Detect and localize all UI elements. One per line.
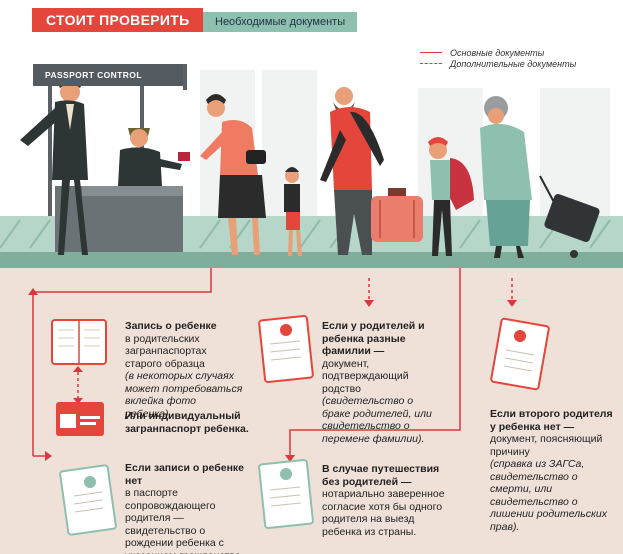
block-no-second-parent-text: документ, поясняющий причину (490, 433, 603, 458)
block-birth-certificate: Если записи о ребенке нет в паспорте соп… (125, 462, 253, 554)
legend: Основные документы Дополнительные докуме… (420, 47, 576, 69)
woman-figure (200, 94, 266, 255)
legend-main: Основные документы (420, 47, 576, 58)
flow-lines (32, 268, 513, 460)
floor-edge (0, 252, 623, 268)
block-travel-without-parents-text: нотариально заверенное согласие хотя бы … (322, 488, 445, 538)
suitcase-icon (371, 188, 423, 242)
notary-consent-icon (258, 458, 314, 530)
rolling-case-icon (539, 175, 600, 258)
officer-standing (20, 78, 88, 255)
block-individual-passport: Или индивидуальный загранпаспорт ребенка… (125, 410, 250, 435)
block-travel-without-parents: В случае путешествия без родителей — нот… (322, 463, 454, 538)
solid-line-icon (420, 52, 442, 53)
block-no-second-parent-note: (справка из ЗАГСа, свидетельство о смерт… (490, 458, 607, 533)
block-no-second-parent-title: Если второго родителя у ребенка нет — (490, 408, 613, 433)
passport-card-icon (56, 402, 104, 436)
marriage-certificate-icon (258, 314, 314, 384)
block-child-record: Запись о ребенке в родительских загранпа… (125, 320, 245, 420)
block-different-surnames: Если у родителей и ребенка разные фамили… (322, 320, 442, 445)
passport-control-sign: PASSPORT CONTROL (33, 64, 183, 86)
legend-main-label: Основные документы (450, 47, 545, 58)
dashed-line-icon (420, 63, 442, 64)
passport-book-icon (51, 319, 107, 365)
block-birth-certificate-title: Если записи о ребенке нет (125, 462, 245, 487)
legend-additional: Дополнительные документы (420, 58, 576, 69)
man-figure (320, 87, 384, 255)
block-different-surnames-title: Если у родителей и ребенка разные фамили… (322, 320, 425, 357)
boy-figure (284, 167, 302, 256)
block-no-second-parent: Если второго родителя у ребенка нет — до… (490, 408, 615, 533)
block-child-record-note: (в некоторых случаях может потребоваться… (125, 370, 243, 420)
officer-seated (118, 128, 190, 186)
block-birth-certificate-text: в паспорте сопровождающего родителя — св… (125, 487, 244, 554)
passport-control-booth (48, 64, 187, 252)
death-certificate-icon (490, 317, 550, 391)
old-woman-figure (480, 96, 532, 258)
flow-arrows (28, 288, 517, 462)
birth-certificate-icon (59, 464, 117, 536)
girl-figure (428, 137, 474, 256)
legend-additional-label: Дополнительные документы (450, 58, 577, 69)
page-title: СТОИТ ПРОВЕРИТЬ (32, 8, 204, 32)
page-subtitle: Необходимые документы (203, 12, 358, 32)
block-child-record-title: Запись о ребенке (125, 320, 217, 332)
block-individual-passport-title: Или индивидуальный загранпаспорт ребенка… (125, 410, 249, 435)
block-different-surnames-text: документ, подтверждающий родство (322, 357, 409, 395)
block-different-surnames-note: (свидетельство о браке родителей, или св… (322, 395, 432, 445)
floor-stripes (0, 219, 611, 249)
block-child-record-text: в родительских загранпаспортах старого о… (125, 332, 207, 370)
block-travel-without-parents-title: В случае путешествия без родителей — (322, 463, 440, 488)
